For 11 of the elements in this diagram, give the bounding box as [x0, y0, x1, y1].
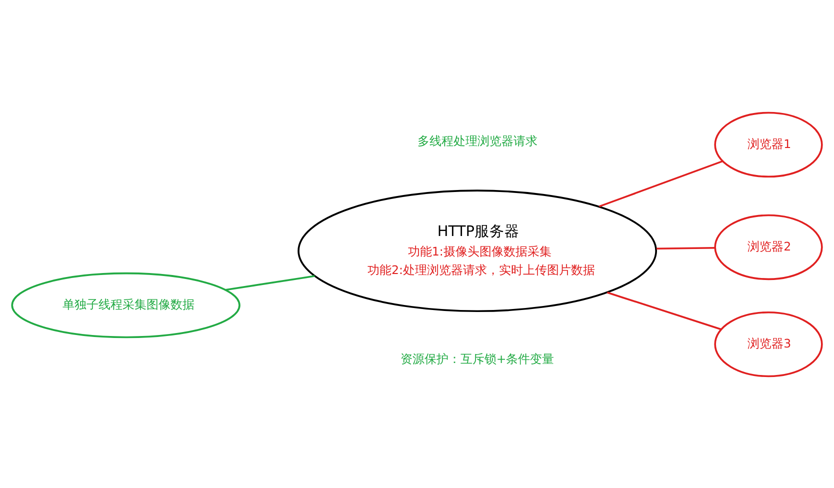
- node-ellipse: 单独子线程采集图像数据: [11, 272, 240, 338]
- label: 多线程处理浏览器请求: [417, 134, 538, 148]
- label: 资源保护：互斥锁+条件变量: [400, 351, 554, 366]
- node-ellipse: 浏览器2: [714, 214, 823, 280]
- node-ellipse: 浏览器1: [714, 111, 823, 178]
- connector: [656, 246, 716, 250]
- connector: [598, 160, 723, 207]
- connector: [606, 291, 722, 330]
- node-ellipse: HTTP服务器 功能1:摄像头图像数据采集 功能2:处理浏览器请求，实时上传图片数据: [298, 189, 657, 312]
- connector: [225, 274, 315, 290]
- node-ellipse: 浏览器3: [714, 310, 823, 377]
